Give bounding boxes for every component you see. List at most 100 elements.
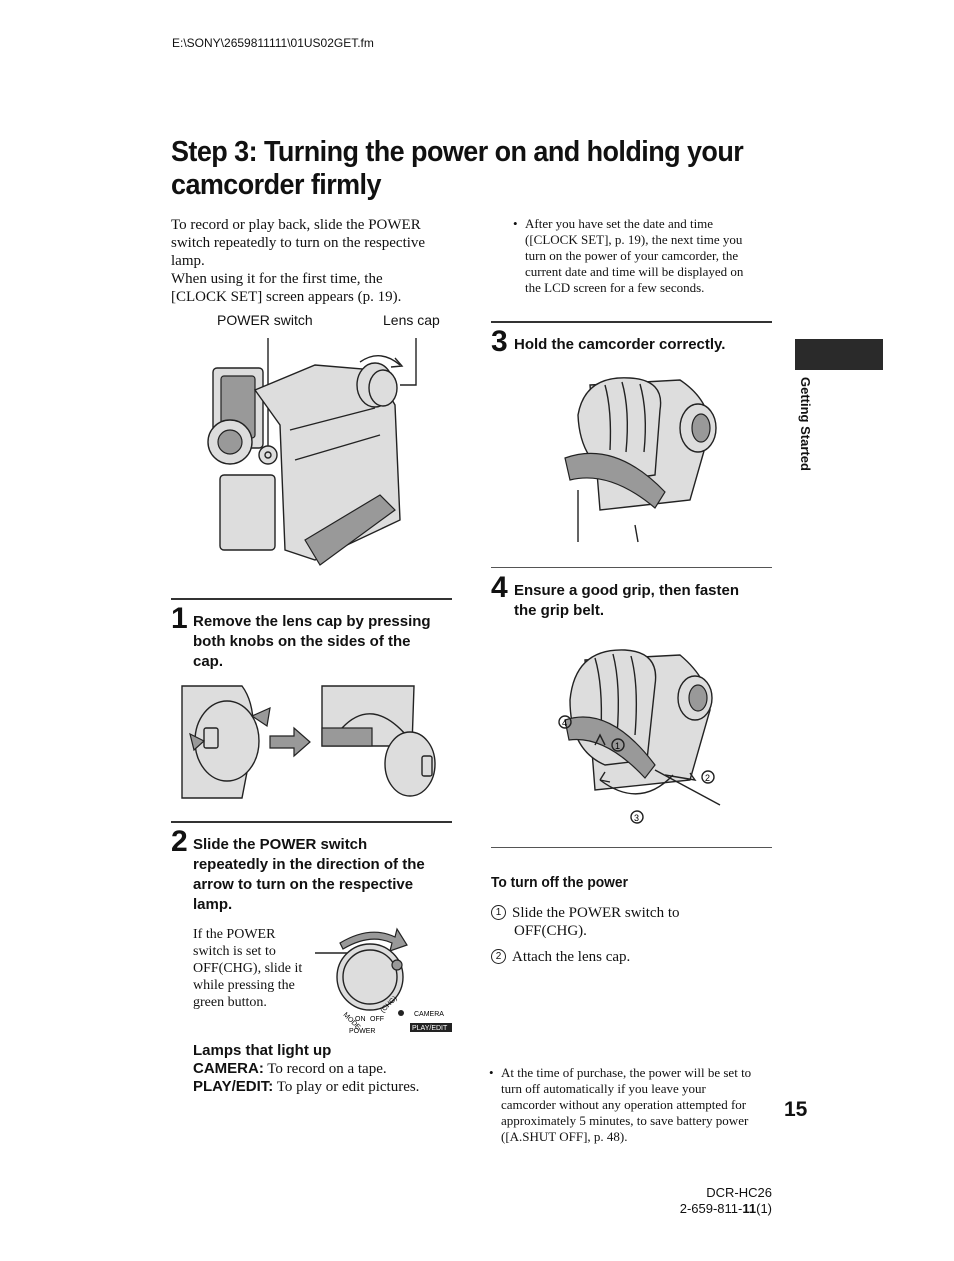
text-line: both knobs on the sides of the	[193, 633, 411, 650]
power-switch-label: POWER switch	[217, 312, 313, 328]
power-switch	[258, 445, 278, 465]
lens-cap-leader	[400, 338, 417, 386]
text-line: current date and time will be displayed …	[525, 264, 744, 279]
part-number: 2-659-811-11(1)	[600, 1201, 772, 1216]
step-number: 4	[491, 571, 508, 604]
text-line: Attach the lens cap.	[512, 949, 631, 965]
step-circle: 1	[491, 905, 506, 920]
intro-paragraph: To record or play back, slide the POWER …	[171, 216, 461, 306]
step4-instruction: Ensure a good grip, then fasten the grip…	[514, 581, 774, 621]
auto-off-note: At the time of purchase, the power will …	[489, 1065, 786, 1145]
text-line: Slide the POWER switch	[193, 836, 368, 853]
text-line: switch is set to	[193, 944, 276, 959]
turn-off-heading: To turn off the power	[491, 874, 628, 891]
turn-off-list: 1 Slide the POWER switch to OFF(CHG). 2 At…	[491, 904, 771, 966]
lens-cap-removal-illustration	[181, 685, 436, 799]
callout-3	[630, 810, 644, 824]
text-line: green button.	[193, 995, 267, 1010]
camera-lamp-label: CAMERA	[414, 1011, 444, 1018]
step-divider	[491, 567, 772, 568]
power-label: POWER	[349, 1028, 375, 1035]
callout-1	[611, 738, 625, 752]
text-line: switch repeatedly to turn on the respect…	[171, 235, 426, 251]
step-divider	[491, 321, 772, 323]
part-prefix: 2-659-811-	[679, 1201, 743, 1216]
part-suffix: (1)	[756, 1201, 772, 1216]
part-bold: 11	[742, 1201, 757, 1216]
step-number: 3	[491, 325, 508, 358]
callout-4	[558, 715, 572, 729]
text-line: repeatedly in the direction of the	[193, 856, 425, 873]
text-line: arrow to turn on the respective	[193, 876, 414, 893]
play-edit-term: PLAY/EDIT:	[193, 1078, 274, 1095]
text-line: the LCD screen for a few seconds.	[525, 280, 705, 295]
rotation-arrow	[339, 927, 408, 952]
section-label: Getting Started	[798, 377, 813, 471]
camera-term: CAMERA:	[193, 1060, 264, 1077]
step-number: 2	[171, 825, 188, 858]
arrow-right	[269, 726, 311, 758]
text-line: At the time of purchase, the power will …	[501, 1065, 752, 1080]
section-tab	[795, 339, 883, 370]
text-line: lamp.	[171, 253, 205, 269]
svg-text:3: 3	[634, 813, 639, 823]
power-dial	[336, 943, 404, 1011]
text-line: After you have set the date and time	[525, 216, 714, 231]
text-line: lamp.	[193, 896, 233, 913]
hold-camcorder-illustration	[564, 377, 717, 543]
detached-lens-cap	[384, 731, 436, 797]
svg-text:4: 4	[562, 718, 567, 728]
section-divider	[491, 847, 772, 848]
text-line: When using it for the first time, the	[171, 271, 383, 287]
lamps-heading: Lamps that light up	[193, 1042, 332, 1059]
text-line: Remove the lens cap by pressing	[193, 613, 431, 630]
text-line: To record or play back, slide the POWER	[171, 217, 421, 233]
text-line: If the POWER	[193, 927, 276, 942]
text-line: turn on the power of your camcorder, the	[525, 248, 739, 263]
step-circle: 2	[491, 949, 506, 964]
battery	[219, 474, 276, 551]
text-line: camcorder without any operation attempte…	[501, 1097, 747, 1112]
text-line: while pressing the	[193, 978, 295, 993]
grip-belt	[564, 452, 666, 509]
text-line: [CLOCK SET] screen appears (p. 19).	[171, 289, 402, 305]
text-line: cap.	[193, 653, 224, 670]
lens-cap-label: Lens cap	[383, 312, 440, 328]
step2-note: If the POWER switch is set to OFF(CHG), …	[193, 926, 318, 1011]
step-divider	[171, 821, 452, 823]
list-item: 2 Attach the lens cap.	[491, 948, 771, 966]
play-edit-lamp-label: PLAY/EDIT	[412, 1025, 448, 1032]
lens	[368, 369, 398, 407]
off-label: OFF	[370, 1016, 384, 1023]
text-line: Ensure a good grip, then fasten	[514, 582, 740, 599]
svg-text:1: 1	[615, 741, 620, 751]
title-line: camcorder firmly	[171, 169, 381, 201]
page-number: 15	[784, 1098, 808, 1121]
model-number: DCR-HC26	[706, 1185, 772, 1200]
svg-text:2: 2	[705, 773, 710, 783]
title-line: Step 3: Turning the power on and holding…	[171, 136, 744, 168]
green-button	[391, 959, 403, 971]
callout-2	[701, 770, 715, 784]
text-line: ([CLOCK SET], p. 19), the next time you	[525, 232, 743, 247]
page-title: Step 3: Turning the power on and holding…	[171, 136, 748, 202]
text-line: Slide the POWER switch to	[512, 905, 680, 921]
text-line: OFF(CHG).	[514, 923, 587, 939]
text-line: ([A.SHUT OFF], p. 48).	[501, 1129, 628, 1144]
play-edit-text: To play or edit pictures.	[273, 1079, 420, 1095]
step1-instruction: Remove the lens cap by pressing both kno…	[193, 612, 458, 672]
text-line: approximately 5 minutes, to save battery…	[501, 1113, 749, 1128]
step-divider	[171, 598, 452, 600]
clock-set-note: After you have set the date and time ([C…	[513, 216, 787, 296]
on-label: ON	[355, 1016, 366, 1023]
camcorder-illustration	[207, 338, 417, 566]
step2-instruction: Slide the POWER switch repeatedly in the…	[193, 835, 458, 915]
file-path: E:\SONY\2659811111\01US02GET.fm	[172, 36, 374, 50]
step3-instruction: Hold the camcorder correctly.	[514, 336, 726, 353]
grip-belt-illustration: 4 1 2 3	[558, 649, 721, 824]
lamps-section: Lamps that light up CAMERA: To record on…	[193, 1042, 473, 1096]
play-lamp-desc: PLAY/EDIT: To play or edit pictures.	[193, 1078, 473, 1096]
text-line: turn off automatically if you leave your	[501, 1081, 706, 1096]
power-switch-dial-illustration: MODE ON OFF (CHG) CAMERA POWER PLAY/EDIT	[315, 927, 452, 1035]
text-line: the grip belt.	[514, 602, 604, 619]
